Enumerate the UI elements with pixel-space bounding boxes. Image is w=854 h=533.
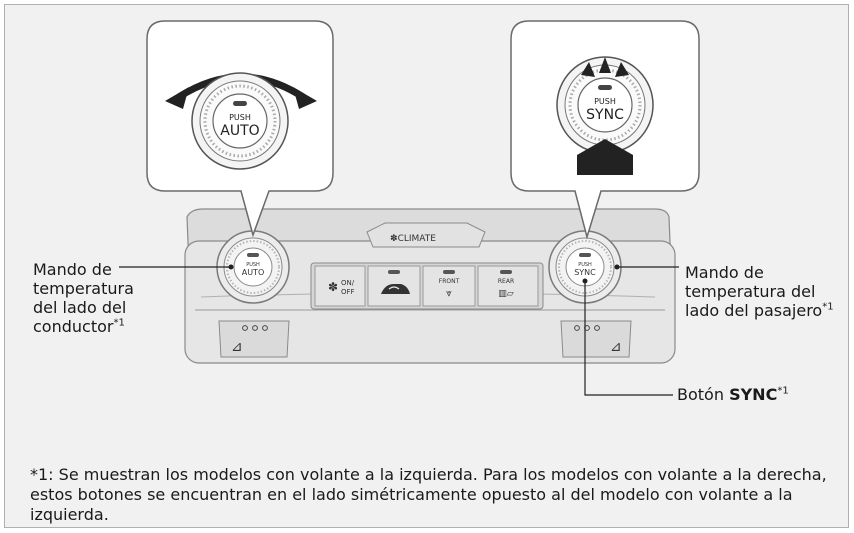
footnote-ref: *1 — [113, 317, 125, 329]
press-ray-icon — [615, 62, 629, 77]
driver-seat-heater-button[interactable]: ⊿ — [218, 320, 290, 358]
leader-lines — [119, 266, 679, 396]
label-text: lado del pasajero — [685, 301, 823, 320]
arrow-head-right-icon — [293, 87, 317, 109]
press-arrow-body — [577, 155, 633, 175]
on-off-label-2: OFF — [341, 288, 355, 296]
label-line: Mando de — [33, 260, 112, 279]
sync-button-leader — [584, 281, 673, 396]
label-line: temperatura del — [685, 282, 816, 301]
label-line: lado del pasajero*1 — [685, 301, 834, 320]
front-defrost-button[interactable]: FRONT ⩔ — [422, 265, 476, 307]
zoom-auto-label: AUTO — [220, 123, 259, 139]
indicator-light — [247, 253, 259, 257]
indicator-light — [579, 253, 591, 257]
label-text: Botón — [677, 385, 730, 404]
indicator-light — [500, 270, 512, 274]
label-text: conductor — [33, 317, 114, 336]
rear-defrost-icon: ▥▱ — [498, 289, 514, 299]
zoom-push-label: PUSH — [229, 113, 251, 122]
press-arrow-icon — [577, 139, 633, 155]
knob-push-label: PUSH — [246, 262, 260, 268]
footnote: *1: Se muestran los modelos con volante … — [30, 465, 827, 524]
knob-auto-label: AUTO — [242, 268, 265, 277]
driver-temperature-knob-label: Mando de temperatura del lado del conduc… — [33, 260, 134, 336]
sync-button-zoom-callout: PUSH SYNC — [510, 20, 700, 240]
front-label: FRONT — [439, 278, 460, 285]
knob-sync-label: SYNC — [574, 268, 596, 277]
on-off-label-1: ON/ — [341, 279, 355, 287]
recirculation-button[interactable] — [367, 265, 421, 307]
passenger-temperature-knob-label: Mando de temperatura del lado del pasaje… — [685, 263, 834, 320]
label-line: Mando de — [685, 263, 764, 282]
indicator-light — [598, 85, 612, 90]
diagram-frame: ✽CLIMATE ✽ ON/ OFF FRONT ⩔ — [4, 4, 849, 528]
knob-push-label: PUSH — [578, 262, 592, 268]
label-line: del lado del — [33, 298, 127, 317]
passenger-seat-heater-button[interactable]: ⊿ — [560, 320, 632, 358]
label-line: conductor*1 — [33, 317, 134, 336]
climate-label: ✽CLIMATE — [390, 234, 436, 244]
rear-label: REAR — [498, 278, 514, 285]
zoom-push-label: PUSH — [594, 97, 616, 106]
seat-heater-icon: ⊿ — [231, 339, 243, 355]
climate-label-text: CLIMATE — [398, 234, 437, 244]
sync-button-label: Botón SYNC*1 — [677, 385, 789, 404]
sync-bold-text: SYNC — [729, 385, 778, 404]
indicator-light — [233, 101, 247, 106]
press-ray-icon — [581, 62, 595, 77]
footnote-ref: *1 — [822, 301, 834, 313]
fan-icon: ✽ — [328, 280, 338, 294]
indicator-light — [443, 270, 455, 274]
climate-control-illustration: ✽CLIMATE ✽ ON/ OFF FRONT ⩔ — [119, 20, 700, 396]
arrow-head-left-icon — [165, 87, 189, 109]
press-ray-icon — [599, 57, 611, 73]
label-line: temperatura — [33, 279, 134, 298]
footnote-ref: *1 — [777, 385, 789, 397]
fan-on-off-button[interactable]: ✽ ON/ OFF — [314, 265, 366, 307]
seat-heater-icon: ⊿ — [610, 339, 622, 355]
climate-control-panel: ✽CLIMATE ✽ ON/ OFF FRONT ⩔ — [184, 208, 676, 364]
front-defrost-icon: ⩔ — [446, 288, 452, 299]
zoom-sync-label: SYNC — [586, 107, 624, 123]
rear-defrost-button[interactable]: REAR ▥▱ — [477, 265, 539, 307]
driver-knob-zoom-callout: PUSH AUTO — [146, 20, 334, 238]
indicator-light — [388, 270, 400, 274]
recirculation-car-icon — [381, 284, 410, 294]
